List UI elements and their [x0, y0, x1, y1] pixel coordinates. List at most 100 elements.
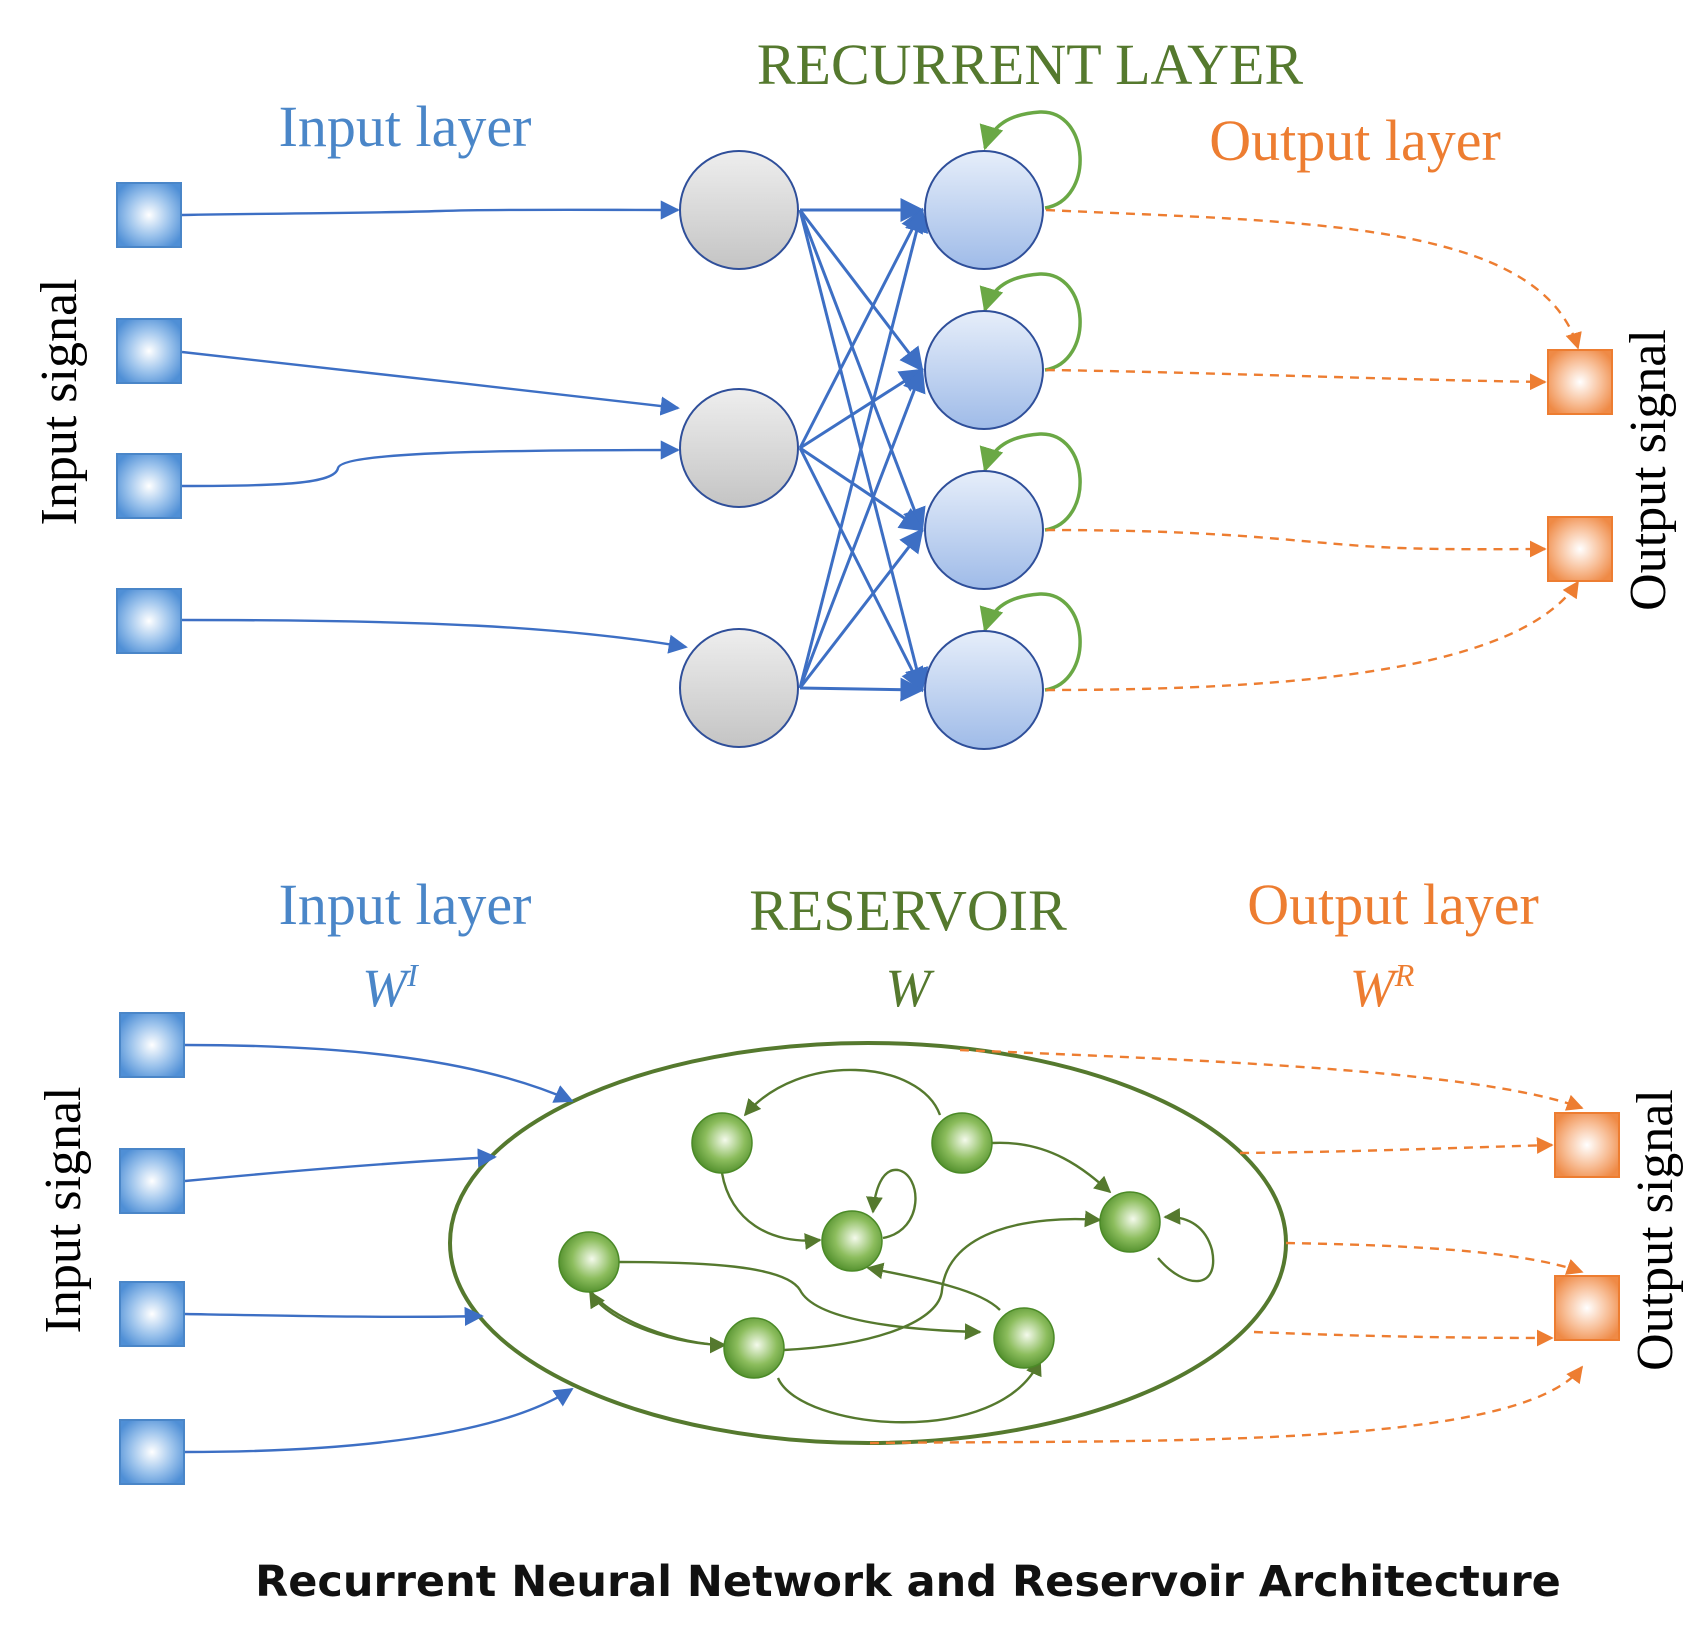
reservoir-output-node	[1554, 1275, 1620, 1341]
rnn-recurrent-node	[924, 470, 1044, 590]
reservoir-node	[931, 1112, 993, 1174]
reservoir-input-arrow-3	[184, 1306, 484, 1327]
reservoir-edge	[589, 1289, 727, 1354]
rnn-recurrent-node	[924, 150, 1044, 270]
reservoir-input-arrow-4	[184, 1387, 574, 1454]
reservoir-internal-edges	[588, 1068, 1215, 1424]
reservoir-input-signal-label: Input signal	[35, 1087, 92, 1334]
reservoir-output-signal-label: Output signal	[1627, 1089, 1684, 1371]
reservoir-output-arrow-1	[959, 1048, 1584, 1111]
rnn-hidden-node	[679, 628, 799, 748]
reservoir-node	[723, 1317, 785, 1379]
rnn-recurrent-nodes	[924, 150, 1044, 750]
rnn-dense-edge	[798, 209, 926, 533]
reservoir-edge	[991, 1141, 1112, 1194]
reservoir-output-arrow-5	[869, 1365, 1584, 1445]
rnn-output-node	[1547, 516, 1613, 582]
rnn-self-loop	[979, 432, 1082, 532]
reservoir-nodes	[558, 1112, 1161, 1379]
rnn-input-node	[116, 588, 182, 654]
rnn-output-nodes	[1547, 349, 1613, 582]
reservoir-output-node	[1554, 1112, 1620, 1178]
rnn-input-nodes	[116, 182, 182, 654]
reservoir-edge	[743, 1068, 942, 1117]
output-weight-symbol: WR	[1350, 957, 1415, 1018]
reservoir-section: Input layer RESERVOIR Output layer WI W …	[35, 872, 1684, 1485]
rnn-dense-edge	[798, 207, 924, 449]
rnn-dense-edge	[798, 447, 924, 693]
reservoir-edge	[1157, 1208, 1215, 1283]
rnn-output-arrow-3	[1045, 528, 1547, 558]
rnn-input-signal-label: Input signal	[31, 279, 88, 526]
rnn-dense-edge	[799, 368, 925, 450]
rnn-input-node	[116, 318, 182, 384]
rnn-hidden-nodes	[679, 150, 799, 748]
reservoir-node	[993, 1307, 1055, 1369]
rnn-title: RECURRENT LAYER	[757, 32, 1304, 97]
reservoir-input-arrow-1	[184, 1043, 574, 1103]
rnn-dense-edge	[799, 677, 925, 702]
reservoir-output-nodes	[1554, 1112, 1620, 1341]
output-weight-W: W	[1350, 958, 1400, 1018]
output-weight-superscript: R	[1394, 957, 1415, 993]
reservoir-input-node	[119, 1012, 185, 1078]
rnn-dense-edge	[798, 207, 929, 689]
rnn-recurrent-node	[924, 310, 1044, 430]
rnn-dense-edge	[799, 446, 924, 532]
rnn-input-connections	[181, 200, 688, 654]
reservoir-node	[1099, 1191, 1161, 1253]
reservoir-edge	[776, 1358, 1042, 1424]
reservoir-output-arrow-4	[1253, 1329, 1554, 1347]
reservoir-weight-symbol: W	[886, 958, 936, 1018]
rnn-input-arrow-4	[181, 618, 688, 654]
rnn-input-node	[116, 182, 182, 248]
input-weight-W: W	[362, 958, 412, 1018]
rnn-output-arrow-1	[1045, 208, 1582, 350]
rnn-output-signal-label: Output signal	[1620, 329, 1677, 611]
reservoir-edge	[617, 1260, 982, 1341]
rnn-output-connections	[1045, 208, 1582, 692]
input-weight-superscript: I	[406, 957, 419, 993]
rnn-input-node	[116, 453, 182, 519]
rnn-self-loop	[979, 272, 1082, 372]
reservoir-edge	[783, 1210, 1102, 1352]
rnn-self-loop	[979, 110, 1082, 210]
rnn-dense-edge	[798, 209, 924, 372]
reservoir-input-layer-label: Input layer	[279, 872, 532, 937]
rnn-output-node	[1547, 349, 1613, 415]
rnn-dense-edge	[798, 528, 924, 689]
reservoir-title: RESERVOIR	[749, 878, 1067, 943]
reservoir-output-arrow-2	[1239, 1137, 1554, 1155]
rnn-section: RECURRENT LAYER Input layer Output layer…	[31, 32, 1677, 750]
reservoir-input-connections	[184, 1043, 574, 1454]
reservoir-input-nodes	[119, 1012, 185, 1485]
input-weight-symbol: WI	[362, 957, 419, 1018]
reservoir-output-layer-label: Output layer	[1247, 872, 1539, 937]
rnn-dense-connections	[798, 198, 929, 702]
rnn-input-arrow-2	[181, 350, 680, 416]
reservoir-node	[821, 1210, 883, 1272]
rnn-output-layer-label: Output layer	[1209, 108, 1501, 173]
reservoir-edge	[588, 1290, 726, 1347]
reservoir-output-arrow-3	[1285, 1241, 1584, 1275]
rnn-dense-edge	[798, 367, 926, 689]
rnn-output-arrow-2	[1045, 368, 1547, 391]
reservoir-input-node	[119, 1281, 185, 1347]
reservoir-node	[558, 1231, 620, 1293]
reservoir-edge	[866, 1262, 1001, 1311]
reservoir-input-arrow-2	[184, 1148, 497, 1183]
rnn-output-arrow-4	[1045, 580, 1580, 692]
rnn-input-arrow-1	[181, 200, 680, 220]
rnn-hidden-node	[679, 388, 799, 508]
reservoir-edge	[866, 1168, 917, 1240]
rnn-hidden-node	[679, 150, 799, 270]
rnn-self-loop	[979, 592, 1082, 692]
reservoir-input-node	[119, 1419, 185, 1485]
figure-caption: Recurrent Neural Network and Reservoir A…	[255, 1557, 1561, 1607]
rnn-recurrent-node	[924, 630, 1044, 750]
rnn-input-arrow-3	[181, 440, 680, 488]
reservoir-input-node	[119, 1148, 185, 1214]
reservoir-edge	[720, 1172, 822, 1250]
reservoir-output-connections	[869, 1048, 1584, 1445]
